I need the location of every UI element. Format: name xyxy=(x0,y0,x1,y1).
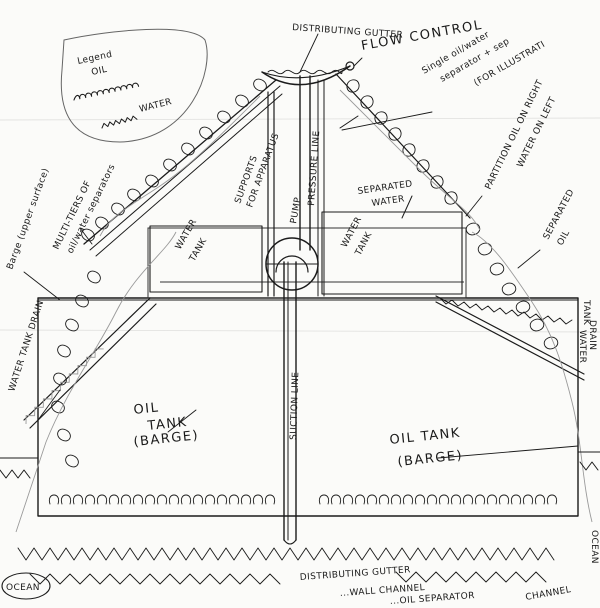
legend-title: Legend xyxy=(77,50,114,67)
legend: Legend OIL WATER xyxy=(60,28,208,143)
label-tank-right: TANK xyxy=(581,299,591,326)
label-oil-tank-right-2: (BARGE) xyxy=(397,448,464,470)
label-drain-right: DRAIN xyxy=(587,320,597,350)
label-oil-tank-left-1: OIL xyxy=(133,400,160,418)
label-ocean-right: OCEAN xyxy=(589,530,599,564)
label-bottom-gutter: DISTRIBUTING GUTTER xyxy=(300,565,412,583)
label-water-tank-drain: WATER TANK DRAIN xyxy=(7,299,46,393)
label-separated-oil-2: OIL xyxy=(556,229,572,248)
legend-water-swatch xyxy=(101,115,138,129)
central-pipes xyxy=(261,61,355,545)
right-separator-rails xyxy=(335,73,585,381)
legend-oil-label: OIL xyxy=(91,65,109,78)
label-oil-tank-left-2: TANK xyxy=(146,415,188,434)
label-channel: CHANNEL xyxy=(525,585,572,603)
ocean-waves xyxy=(17,547,555,585)
pencil-scribbles xyxy=(15,89,593,533)
leader-lines xyxy=(23,33,579,459)
ocean-left-badge: OCEAN xyxy=(1,572,51,600)
label-separated-water-2: WATER xyxy=(371,194,405,209)
label-barge-upper-surface: Barge (upper surface) xyxy=(5,167,51,271)
waterline-marks xyxy=(0,451,600,479)
water-tank-left-label-2: TANK xyxy=(187,236,209,264)
label-ocean-left: OCEAN xyxy=(6,583,40,593)
label-water-right: WATER xyxy=(577,330,587,363)
legend-oil-swatch xyxy=(73,82,140,101)
water-tank-left: WATER TANK xyxy=(149,218,263,293)
label-suction-line: SUCTION LINE xyxy=(289,371,301,440)
label-oil-tank-right-1: OIL TANK xyxy=(389,426,462,448)
label-oil-tank-left-3: (BARGE) xyxy=(133,428,200,450)
oil-coils xyxy=(48,78,559,505)
label-pump: PUMP xyxy=(289,196,304,224)
legend-water-label: WATER xyxy=(138,97,173,115)
left-separator-rails xyxy=(23,79,283,429)
label-separated-water-1: SEPARATED xyxy=(357,179,413,197)
